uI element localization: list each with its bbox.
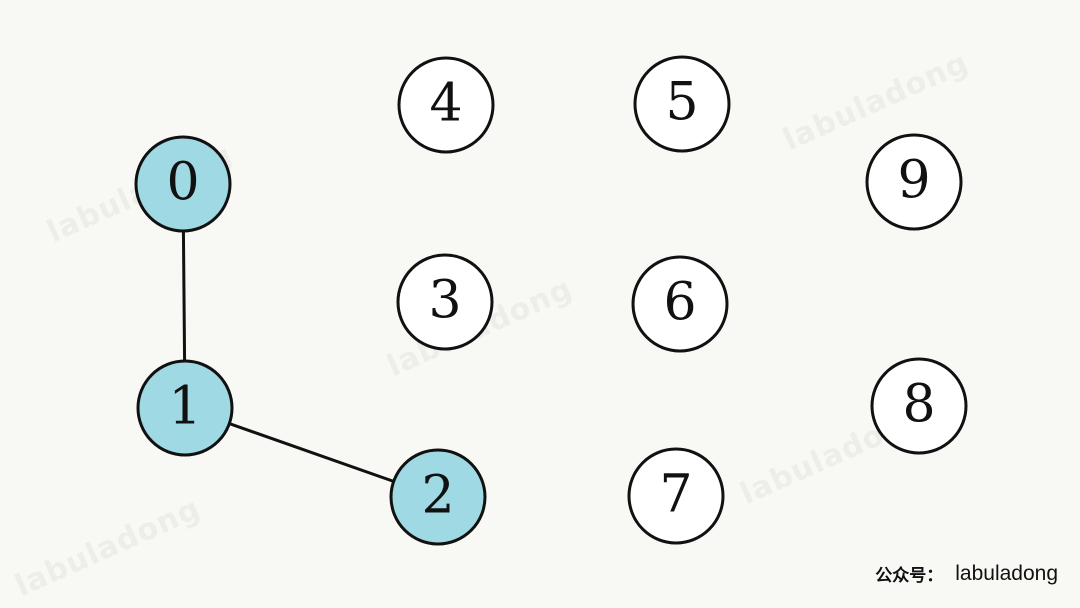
node-label: 3	[428, 271, 461, 331]
node-circle	[631, 255, 729, 353]
node-7: 7	[627, 447, 725, 545]
node-1: 1	[136, 359, 234, 457]
node-circle	[865, 133, 963, 231]
node-6: 6	[631, 255, 729, 353]
node-label: 4	[429, 74, 462, 134]
node-label: 5	[665, 73, 698, 133]
node-8: 8	[870, 357, 968, 455]
node-3: 3	[396, 253, 494, 351]
node-label: 0	[166, 153, 199, 213]
node-9: 9	[865, 133, 963, 231]
node-circle	[397, 56, 495, 154]
node-label: 9	[897, 151, 930, 211]
node-circle	[134, 135, 232, 233]
footer-credit: 公众号： labuladong	[875, 561, 1058, 587]
node-label: 1	[168, 377, 201, 437]
node-circle	[870, 357, 968, 455]
footer-prefix: 公众号：	[875, 566, 944, 586]
node-4: 4	[397, 56, 495, 154]
node-circle	[633, 55, 731, 153]
node-circle	[389, 448, 487, 546]
node-label: 2	[421, 466, 454, 526]
node-2: 2	[389, 448, 487, 546]
footer-handle: labuladong	[955, 561, 1058, 585]
node-label: 6	[663, 273, 696, 333]
node-circle	[396, 253, 494, 351]
node-circle	[136, 359, 234, 457]
node-0: 0	[134, 135, 232, 233]
node-5: 5	[633, 55, 731, 153]
node-circle	[627, 447, 725, 545]
node-label: 8	[902, 375, 935, 435]
node-label: 7	[659, 465, 692, 525]
